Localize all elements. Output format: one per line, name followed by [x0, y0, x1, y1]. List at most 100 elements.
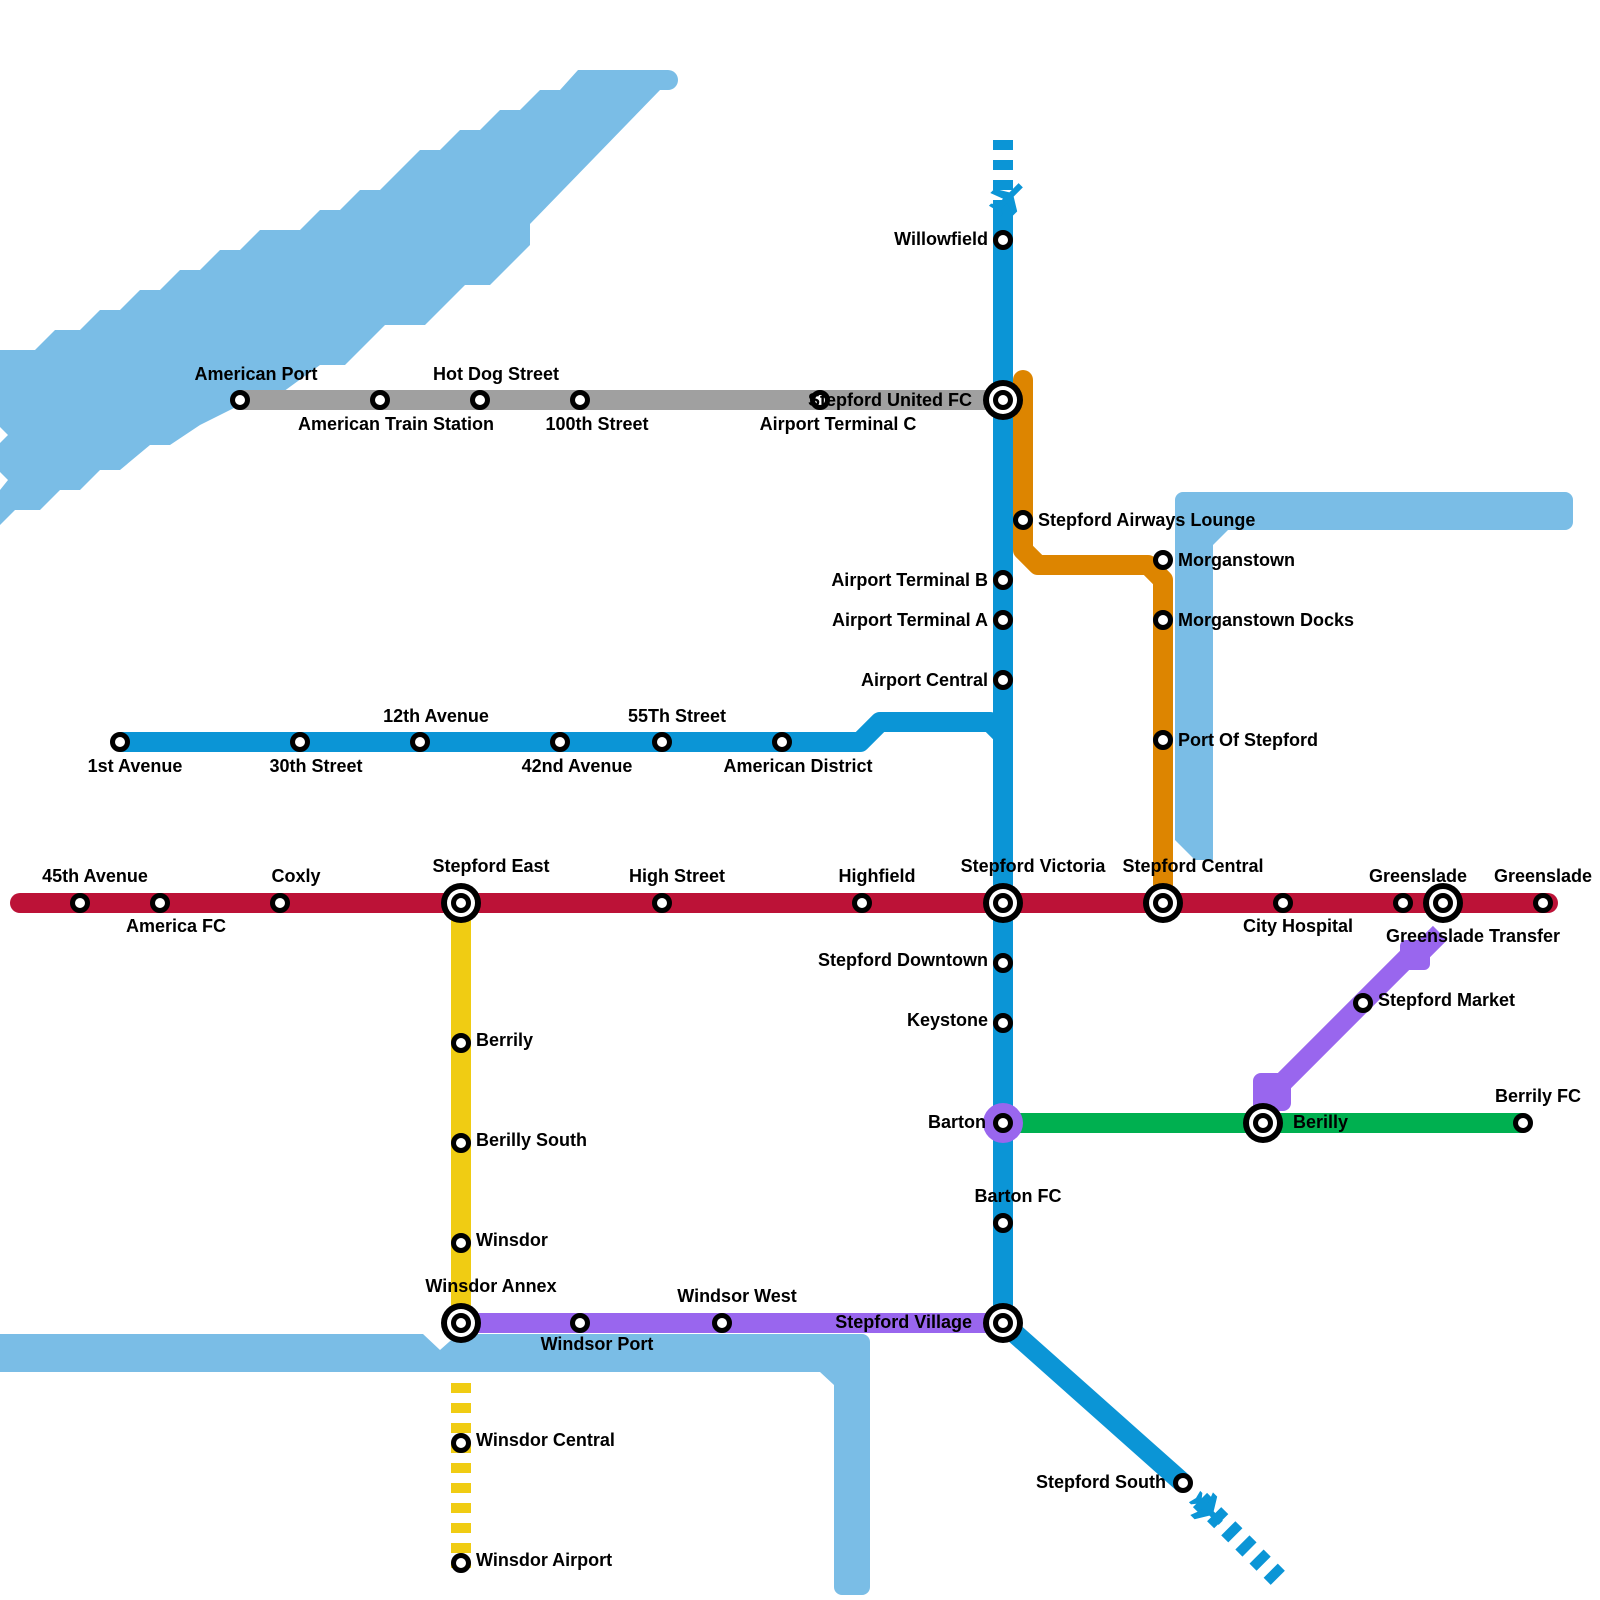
label-berilly-interchange[interactable]: Berilly	[1293, 1112, 1348, 1132]
label-highfield[interactable]: Highfield	[839, 866, 916, 886]
station-marker[interactable]	[772, 732, 792, 752]
station-marker[interactable]	[993, 670, 1013, 690]
station-greenslade-end[interactable]	[1533, 893, 1553, 913]
station-american-train-station[interactable]	[370, 390, 390, 410]
station-marker[interactable]	[1393, 893, 1413, 913]
station-marker[interactable]	[852, 893, 872, 913]
station-berilly-south[interactable]	[451, 1133, 471, 1153]
label-stepford-market[interactable]: Stepford Market	[1378, 990, 1515, 1010]
station-12th-avenue[interactable]	[410, 732, 430, 752]
station-airport-terminal-a[interactable]	[993, 610, 1013, 630]
label-berrily-fc[interactable]: Berrily FC	[1495, 1086, 1581, 1106]
label-hot-dog-street[interactable]: Hot Dog Street	[433, 364, 559, 384]
station-marker[interactable]	[993, 1213, 1013, 1233]
station-greenslade[interactable]	[1393, 893, 1413, 913]
label-morganstown[interactable]: Morganstown	[1178, 550, 1295, 570]
station-marker[interactable]	[451, 1133, 471, 1153]
station-winsdor[interactable]	[451, 1233, 471, 1253]
station-willowfield[interactable]	[993, 230, 1013, 250]
station-marker[interactable]	[993, 570, 1013, 590]
station-42nd-avenue[interactable]	[550, 732, 570, 752]
station-marker[interactable]	[451, 1033, 471, 1053]
station-marker[interactable]	[1153, 730, 1173, 750]
station-marker[interactable]	[652, 732, 672, 752]
station-100th-street[interactable]	[570, 390, 590, 410]
station-berrily-fc[interactable]	[1513, 1113, 1533, 1133]
label-1st-avenue[interactable]: 1st Avenue	[88, 756, 183, 776]
label-keystone[interactable]: Keystone	[907, 1010, 988, 1030]
interchange-marker[interactable]	[451, 1313, 471, 1333]
label-coxly[interactable]: Coxly	[271, 866, 320, 886]
label-stepford-central[interactable]: Stepford Central	[1122, 856, 1263, 876]
interchange-marker[interactable]	[451, 893, 471, 913]
station-marker[interactable]	[230, 390, 250, 410]
label-12th-avenue[interactable]: 12th Avenue	[383, 706, 489, 726]
station-windsor-west[interactable]	[712, 1313, 732, 1333]
label-winsdor-central[interactable]: Winsdor Central	[476, 1430, 615, 1450]
station-marker[interactable]	[993, 230, 1013, 250]
label-american-train-station[interactable]: American Train Station	[298, 414, 494, 434]
station-city-hospital[interactable]	[1273, 893, 1293, 913]
station-coxly[interactable]	[270, 893, 290, 913]
station-airport-central[interactable]	[993, 670, 1013, 690]
station-barton-fc[interactable]	[993, 1213, 1013, 1233]
station-american-port[interactable]	[230, 390, 250, 410]
station-highfield[interactable]	[852, 893, 872, 913]
label-greenslade[interactable]: Greenslade	[1369, 866, 1467, 886]
station-marker[interactable]	[451, 1433, 471, 1453]
label-stepford-east[interactable]: Stepford East	[432, 856, 549, 876]
station-marker[interactable]	[110, 732, 130, 752]
station-marker[interactable]	[451, 1233, 471, 1253]
label-stepford-village[interactable]: Stepford Village	[835, 1312, 972, 1332]
station-marker[interactable]	[1513, 1113, 1533, 1133]
interchange-stepford-victoria[interactable]	[983, 883, 1023, 923]
orange-line[interactable]	[1013, 370, 1173, 913]
interchange-stepford-east[interactable]	[441, 883, 481, 923]
station-30th-street[interactable]	[290, 732, 310, 752]
station-1st-avenue[interactable]	[110, 732, 130, 752]
station-marker[interactable]	[1533, 893, 1553, 913]
station-american-district[interactable]	[772, 732, 792, 752]
interchange-marker[interactable]	[1153, 893, 1173, 913]
station-berrily[interactable]	[451, 1033, 471, 1053]
station-55th-street[interactable]	[652, 732, 672, 752]
station-marker[interactable]	[370, 390, 390, 410]
station-marker[interactable]	[810, 390, 830, 410]
interchange-winsdor-annex[interactable]	[441, 1303, 481, 1343]
station-stepford-downtown[interactable]	[993, 953, 1013, 973]
station-marker[interactable]	[270, 893, 290, 913]
station-america-fc[interactable]	[150, 893, 170, 913]
interchange-marker[interactable]	[1433, 893, 1453, 913]
interchange-stepford-village[interactable]	[983, 1303, 1023, 1343]
label-45th-avenue[interactable]: 45th Avenue	[42, 866, 148, 886]
station-marker[interactable]	[410, 732, 430, 752]
station-marker[interactable]	[1273, 893, 1293, 913]
station-airport-terminal-b[interactable]	[993, 570, 1013, 590]
station-hot-dog-street[interactable]	[470, 390, 490, 410]
station-45th-avenue[interactable]	[70, 893, 90, 913]
station-port-of-stepford[interactable]	[1153, 730, 1173, 750]
station-marker[interactable]	[1173, 1473, 1193, 1493]
label-berrily[interactable]: Berrily	[476, 1030, 533, 1050]
label-morganstown-docks[interactable]: Morganstown Docks	[1178, 610, 1354, 630]
label-city-hospital[interactable]: City Hospital	[1243, 916, 1353, 936]
label-stepford-united-fc[interactable]: Stepford United FC	[808, 390, 972, 410]
interchange-marker[interactable]	[993, 1313, 1013, 1333]
station-barton[interactable]	[993, 1113, 1013, 1133]
station-marker[interactable]	[470, 390, 490, 410]
label-barton-fc[interactable]: Barton FC	[975, 1186, 1062, 1206]
blue-line-southeast[interactable]	[996, 1315, 1190, 1491]
station-stepford-airways-lounge[interactable]	[1013, 510, 1033, 530]
station-marker[interactable]	[150, 893, 170, 913]
label-airport-terminal-c[interactable]: Airport Terminal C	[760, 414, 917, 434]
label-barton[interactable]: Barton	[928, 1112, 986, 1132]
station-marker[interactable]	[570, 390, 590, 410]
station-marker[interactable]	[652, 893, 672, 913]
station-marker[interactable]	[993, 610, 1013, 630]
station-marker[interactable]	[1353, 993, 1373, 1013]
station-marker[interactable]	[570, 1313, 590, 1333]
interchange-stepford-central[interactable]	[1143, 883, 1183, 923]
station-marker[interactable]	[712, 1313, 732, 1333]
label-30th-street[interactable]: 30th Street	[269, 756, 362, 776]
station-marker[interactable]	[1153, 610, 1173, 630]
